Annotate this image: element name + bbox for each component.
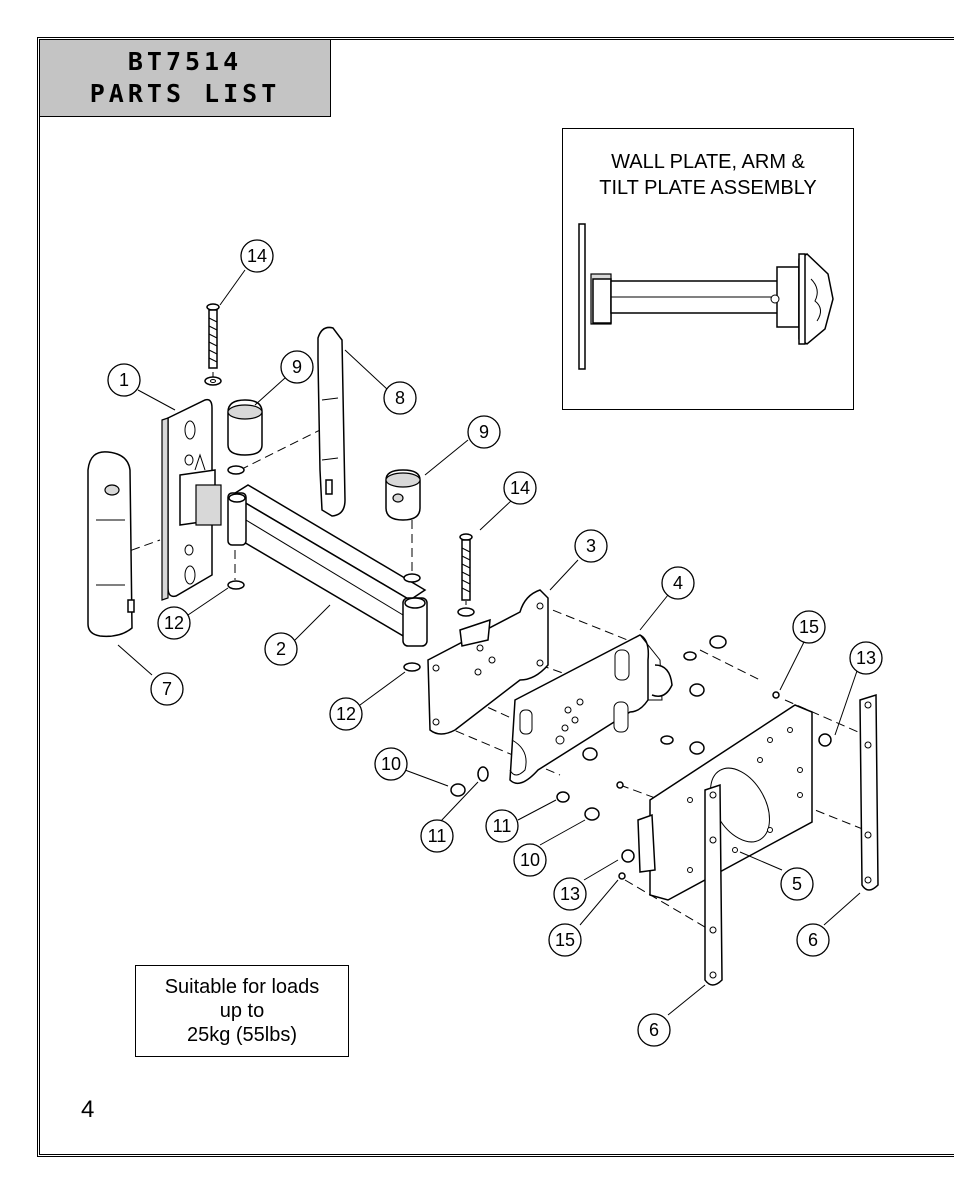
callout-13-left: 13: [553, 877, 587, 911]
callout-6-left: 6: [637, 1013, 671, 1047]
parts-list-title: PARTS LIST: [89, 79, 281, 108]
part-1-wall-plate: [161, 398, 222, 601]
callout-9-left: 9: [280, 350, 314, 384]
callout-14-top: 14: [240, 239, 274, 273]
callout-8: 8: [383, 381, 417, 415]
inset-wall-plate: [578, 223, 586, 370]
callout-13-right: 13: [849, 641, 883, 675]
callout-14-right: 14: [503, 471, 537, 505]
part-14-bolt-right: [457, 533, 475, 617]
svg-text:5: 5: [792, 874, 802, 894]
svg-text:11: 11: [493, 816, 512, 836]
leader-arrows: [117, 269, 861, 1016]
svg-text:9: 9: [479, 422, 489, 442]
svg-text:7: 7: [162, 679, 172, 699]
callouts: 14 1 9 8 9 14 3 4 15 13 12 2 7 12 10 11 …: [107, 239, 883, 1047]
assembly-inset-drawing: [578, 223, 834, 370]
callout-10-right: 10: [513, 843, 547, 877]
part-6-strap-left: [704, 783, 723, 986]
svg-text:2: 2: [276, 639, 286, 659]
svg-text:8: 8: [395, 388, 405, 408]
svg-text:6: 6: [649, 1020, 659, 1040]
callout-12-right: 12: [329, 697, 363, 731]
callout-6-right: 6: [796, 923, 830, 957]
part-14-bolt-left: [204, 303, 222, 386]
callout-10-left: 10: [374, 747, 408, 781]
page-frame: [37, 37, 954, 1157]
svg-text:15: 15: [799, 617, 819, 637]
part-3-tilt-bracket: [427, 589, 549, 735]
callout-9-right: 9: [467, 415, 501, 449]
part-5-vesa-plate: [637, 704, 813, 901]
model-number: BT7514: [127, 47, 243, 76]
svg-text:14: 14: [510, 478, 530, 498]
callout-2: 2: [264, 632, 298, 666]
part-7-wall-cover: [87, 451, 135, 638]
part-6-strap-right: [859, 693, 879, 891]
callout-15-right: 15: [792, 610, 826, 644]
svg-text:9: 9: [292, 357, 302, 377]
callout-11-right: 11: [485, 809, 519, 843]
callout-12-left: 12: [157, 606, 191, 640]
part-8-arm-cover: [317, 326, 346, 517]
callout-15-left: 15: [548, 923, 582, 957]
svg-text:6: 6: [808, 930, 818, 950]
svg-text:13: 13: [856, 648, 876, 668]
callout-11-left: 11: [420, 819, 454, 853]
part-4-mounting-plate: [509, 634, 673, 785]
svg-text:14: 14: [247, 246, 267, 266]
fasteners: [450, 635, 832, 880]
parts-list-header: BT7514 PARTS LIST: [40, 40, 331, 117]
part-9-bushing-left: [227, 399, 263, 475]
svg-text:15: 15: [555, 930, 575, 950]
callout-3: 3: [574, 529, 608, 563]
svg-text:12: 12: [336, 704, 356, 724]
svg-text:13: 13: [560, 884, 580, 904]
svg-text:3: 3: [586, 536, 596, 556]
part-9-bushing-right: [385, 469, 421, 521]
callout-5: 5: [780, 867, 814, 901]
svg-text:10: 10: [381, 754, 401, 774]
load-capacity-note: Suitable for loads up to 25kg (55lbs): [135, 965, 349, 1057]
svg-text:4: 4: [673, 573, 683, 593]
svg-text:12: 12: [164, 613, 184, 633]
callout-4: 4: [661, 566, 695, 600]
page-number: 4: [81, 1096, 95, 1123]
callout-7: 7: [150, 672, 184, 706]
part-2-arm: [227, 484, 428, 672]
inset-title: WALL PLATE, ARM & TILT PLATE ASSEMBLY: [599, 151, 817, 199]
callout-1: 1: [107, 363, 141, 397]
svg-text:10: 10: [520, 850, 540, 870]
svg-text:1: 1: [119, 370, 129, 390]
assembly-inset: WALL PLATE, ARM & TILT PLATE ASSEMBLY: [562, 128, 854, 410]
svg-text:11: 11: [428, 826, 447, 846]
